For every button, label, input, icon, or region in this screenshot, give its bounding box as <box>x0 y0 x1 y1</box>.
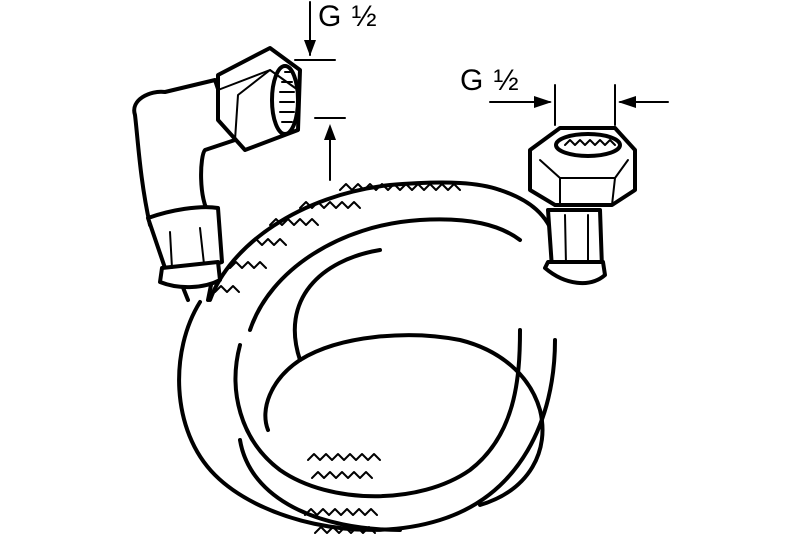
dimension-right <box>489 84 669 126</box>
elbow-fitting <box>132 46 302 289</box>
straight-fitting <box>528 126 637 286</box>
braid-texture <box>214 183 461 534</box>
dimension-top <box>294 1 346 181</box>
right-thread-label: G ½ <box>460 64 520 97</box>
top-thread-label: G ½ <box>318 0 378 33</box>
